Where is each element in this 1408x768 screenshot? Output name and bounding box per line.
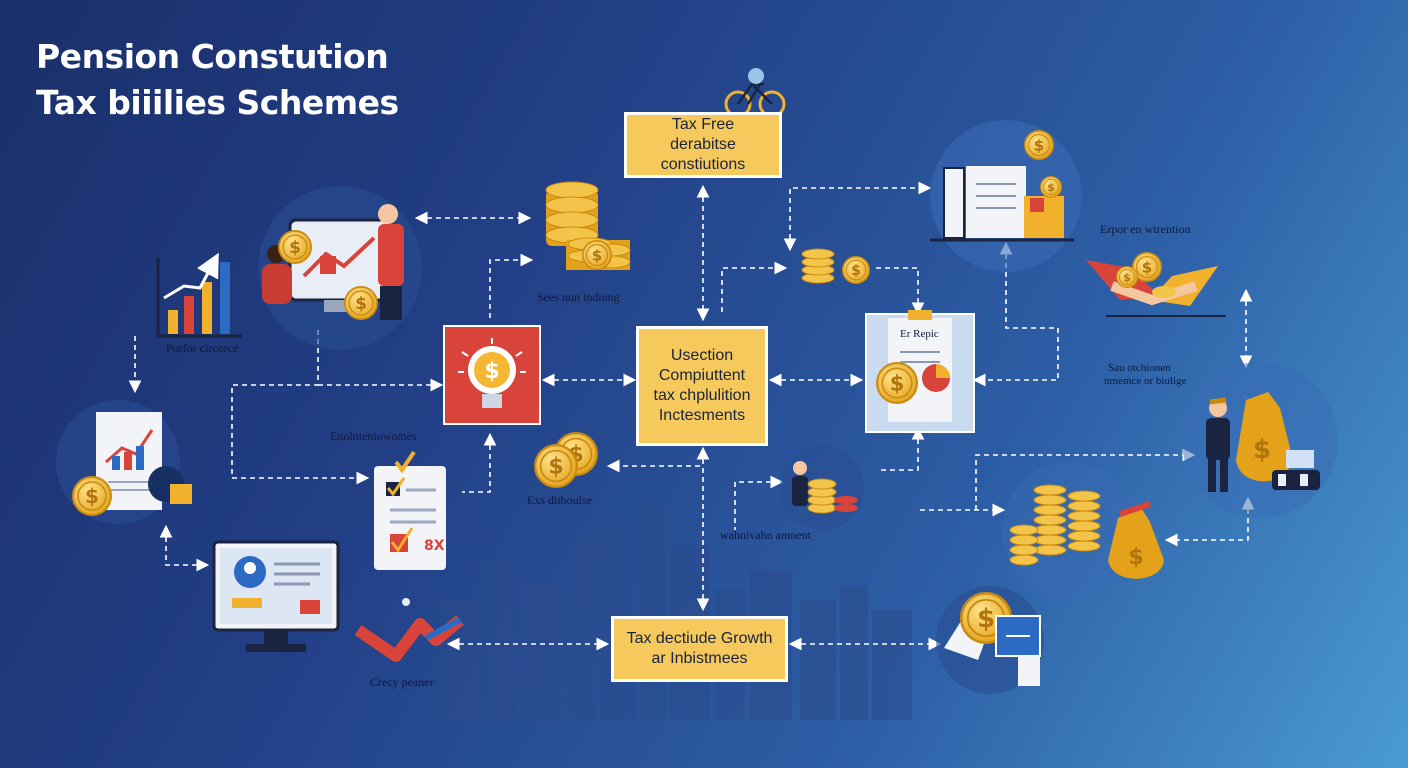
gift-ribbon-icon [354,598,464,662]
hand-card-icon [936,586,1044,694]
coin-tower-icon: $ [1002,462,1164,598]
checklist-icon: 8X [374,450,446,570]
handshake-icon [1086,252,1226,317]
title-line-2: Tax biiilies Schemes [36,83,399,122]
tax-deductible-growth-box: Tax dectiude Growth ar Inbistmees [611,616,788,682]
label-sees-training: Sees nun indning [537,290,620,304]
label-sales-line-1: Sau otchionen [1108,362,1171,374]
bar-chart-icon [156,252,242,338]
money-bag-icon: $ [1182,362,1338,518]
label-enrolments: Enolnieniowomes [330,429,417,443]
label-er-report: Er Repic [900,328,939,340]
title-line-1: Pension Constution [36,37,389,76]
label-portfolio: Porfor circorce [166,341,239,355]
label-crecy: Crecy peaner [370,675,434,689]
svg-text:$: $ [484,359,499,384]
svg-text:$: $ [1128,545,1143,570]
city-skyline [440,500,912,720]
svg-text:$: $ [1253,435,1271,465]
svg-text:8X: 8X [424,538,445,554]
coin-pair-icon [534,432,598,488]
bottom-box-label: Tax dectiude Growth ar Inbistmees [626,630,773,667]
coin-stack-icon [545,181,631,270]
bicycle-icon [724,68,786,118]
person-coins-icon [780,446,864,530]
report-document-illustration [56,400,192,524]
tax-free-box-label: Tax Free derabitse constiutions [660,116,746,173]
label-employer-contribution: Erpor en wtrention [1100,222,1191,236]
label-withdrawal: wahnivahn amnent [720,528,811,542]
tax-free-contributions-box: Tax Free derabitse constiutions [624,112,782,178]
label-sales-line-2: nmemce or biulige [1104,375,1187,387]
page-title: Pension Constution Tax biiilies Schemes [36,34,399,126]
central-box-label: Usection Compiuttent tax chplulition Inc… [653,347,751,424]
monitor-profile-icon [212,540,340,652]
report-clipboard-icon [865,310,975,433]
lightbulb-dollar-icon: $ [443,325,541,425]
central-computation-box: Usection Compiuttent tax chplulition Inc… [636,326,768,446]
connectors [128,181,1255,651]
label-ees-dithouse: Exs dithoulse [527,493,592,507]
monitor-analysis-illustration [258,186,422,350]
coin-stack-small-icon [794,230,870,302]
document-cluster-illustration [930,120,1082,272]
